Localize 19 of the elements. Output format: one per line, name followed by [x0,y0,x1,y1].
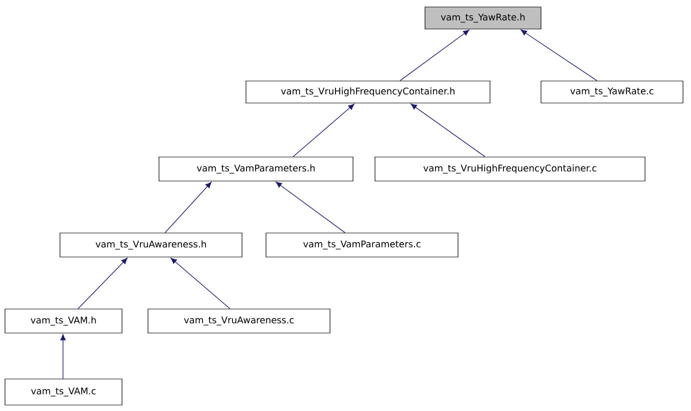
file-box: vam_ts_YawRate.c [540,80,684,104]
file-box: vam_ts_VruHighFrequencyContainer.h [246,80,490,104]
arrow [78,258,128,310]
file-box: vam_ts_VruAwareness.h [60,232,242,258]
arrow [164,182,212,234]
file-box: vam_ts_VruHighFrequencyContainer.c [374,156,646,182]
arrow [410,104,486,158]
file-box: vam_ts_VAM.c [4,378,122,406]
file-box: vam_ts_VruAwareness.c [148,308,330,334]
arrow [60,334,66,380]
arrow [292,104,354,158]
arrow [520,30,598,82]
file-box: vam_ts_YawRate.h [424,6,542,30]
file-box: vam_ts_VamParameters.c [266,232,458,258]
arrow [170,258,230,310]
arrow [400,30,470,82]
file-box: vam_ts_VamParameters.h [158,156,354,182]
file-box: vam_ts_VAM.h [4,308,122,334]
arrow [276,182,346,234]
